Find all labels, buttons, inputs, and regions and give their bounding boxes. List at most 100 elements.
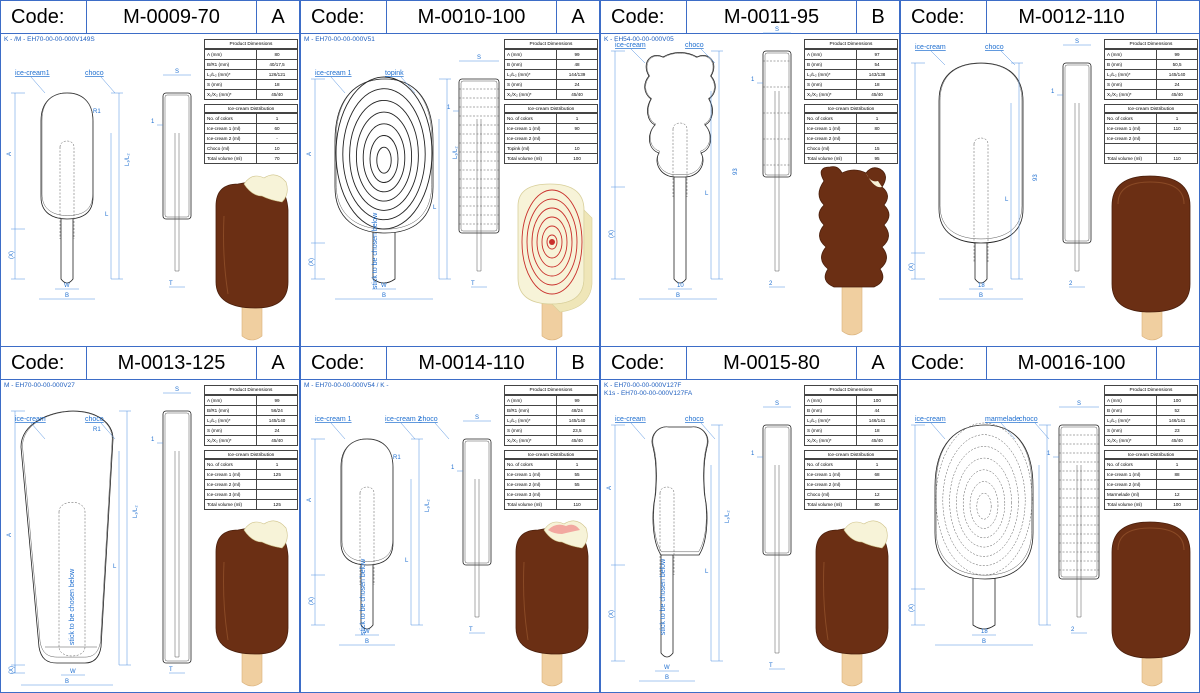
distribution-value: 1: [556, 459, 598, 471]
dimension-t: T: [169, 281, 173, 287]
distribution-row: Total volume (ml)100: [1103, 499, 1198, 511]
distribution-row: Total volume (ml)110: [1103, 152, 1198, 164]
dimension-b: B: [979, 293, 983, 299]
dimension-coating-thickness: 1: [1051, 89, 1055, 95]
dimension-value: 80: [256, 48, 298, 60]
dimension-x: (X): [909, 604, 915, 612]
render-bite: [843, 520, 888, 549]
dimension-x-line: [911, 589, 925, 626]
distribution-name: Ice-cream 2 (ml): [503, 479, 558, 491]
shape-class: B: [871, 6, 885, 28]
distribution-name: No. of colors: [203, 113, 258, 125]
dimension-b: B: [665, 675, 669, 681]
reference-line: K - /M - EH70-00-00-000V149S: [4, 36, 95, 43]
callout-label: choco: [85, 416, 104, 423]
dimension-name: X₁/X₂ (mm)*: [803, 88, 858, 100]
dimension-name: B/R1 (mm): [203, 404, 258, 416]
dimension-x: (X): [309, 597, 315, 605]
dimension-s: S: [775, 401, 779, 407]
render-topping-swirl: [521, 189, 583, 295]
code-label: Code:: [301, 1, 387, 33]
distribution-name: Total volume (ml): [1103, 152, 1158, 164]
dimension-value: 24: [556, 78, 598, 90]
dimension-value: 23,5: [556, 424, 598, 436]
dimension-t: 2: [1069, 281, 1073, 287]
callout-label: choco: [1019, 416, 1038, 423]
dimension-a-ticks: [311, 438, 325, 576]
dimension-row: X₁/X₂ (mm)*45/40: [203, 88, 298, 100]
dimension-name: S (mm): [1103, 78, 1158, 90]
code-value: M-0014-110: [387, 347, 557, 379]
spiral-ring: [942, 434, 1026, 566]
callout-label: ice-cream 1: [315, 70, 352, 77]
dimension-row: B (mm)44: [803, 404, 898, 416]
distribution-value: 125: [256, 499, 298, 511]
stick-note: stick to be chosen below: [372, 212, 379, 289]
distribution-name: No. of colors: [803, 113, 858, 125]
dimension-l-line: [111, 92, 123, 280]
callout-leader: [700, 422, 716, 440]
callout-label: marmelade: [985, 416, 1020, 423]
distribution-value: 12: [1156, 489, 1198, 501]
dimension-b: B: [382, 293, 386, 299]
side-view-coating: [764, 426, 790, 554]
dimension-l-line: [411, 438, 423, 626]
dimension-l1-l2: L₁/L₂: [425, 499, 431, 512]
distribution-row: Ice-cream 2 (ml)-: [203, 133, 298, 145]
shape-class: A: [871, 352, 885, 374]
dimension-value: 48: [556, 58, 598, 70]
distribution-name: Ice-cream 2 (ml): [803, 133, 858, 145]
dimension-l1-l2: L₁/L₂: [453, 146, 459, 159]
product-render: [215, 174, 289, 341]
dimension-row: X₁/X₂ (mm)*45/40: [1103, 434, 1198, 446]
dimension-x: (X): [909, 263, 915, 271]
dimension-value: 56/24: [256, 404, 298, 416]
dimension-x-line: [611, 187, 625, 280]
code-header: Code:M-0012-110: [901, 1, 1199, 34]
render-topping-swirl: [546, 234, 558, 250]
dimension-value: 126/121: [256, 68, 298, 80]
code-label: Code:: [301, 347, 387, 379]
drawing-reference: M - EH70-00-00-000V54 / K -: [304, 382, 389, 390]
dimension-name: B (mm): [1103, 58, 1158, 70]
distribution-value: 15: [856, 143, 898, 155]
side-view-stick: [1076, 465, 1082, 618]
callout-leader: [330, 422, 346, 440]
spiral-ring: [949, 446, 1019, 557]
dimension-name: L₁/L₂ (mm)*: [203, 68, 258, 80]
distribution-name: No. of colors: [1103, 459, 1158, 471]
dimension-l-line: [711, 50, 723, 280]
dimension-row: L₁/L₂ (mm)*145/140: [503, 414, 598, 426]
dimension-l1-l2: L₁/L₂: [725, 510, 731, 523]
callout-label: ice-cream: [15, 416, 46, 423]
dimension-name: L₁/L₂ (mm)*: [503, 68, 558, 80]
distribution-name: Ice-cream 2 (ml): [503, 133, 558, 145]
dimensions-title: Product Dimensions: [504, 385, 598, 395]
dimension-value: 50,5: [1156, 58, 1198, 70]
code-label: Code:: [1, 1, 87, 33]
dimension-name: X₁/X₂ (mm)*: [1103, 88, 1158, 100]
dimension-a-ticks: [911, 62, 925, 254]
dimension-value: 100: [1156, 394, 1198, 406]
spiral-ring: [956, 457, 1012, 548]
distribution-value: 68: [856, 469, 898, 481]
dimension-r1: R1: [393, 455, 401, 461]
side-view-stick: [1074, 103, 1080, 272]
distribution-row: Ice-cream 1 (ml)110: [1103, 123, 1198, 135]
side-view-stick: [474, 479, 480, 618]
distribution-value: 80: [856, 499, 898, 511]
dimension-name: A (mm): [503, 48, 558, 60]
distribution-name: Ice-cream 1 (ml): [503, 469, 558, 481]
